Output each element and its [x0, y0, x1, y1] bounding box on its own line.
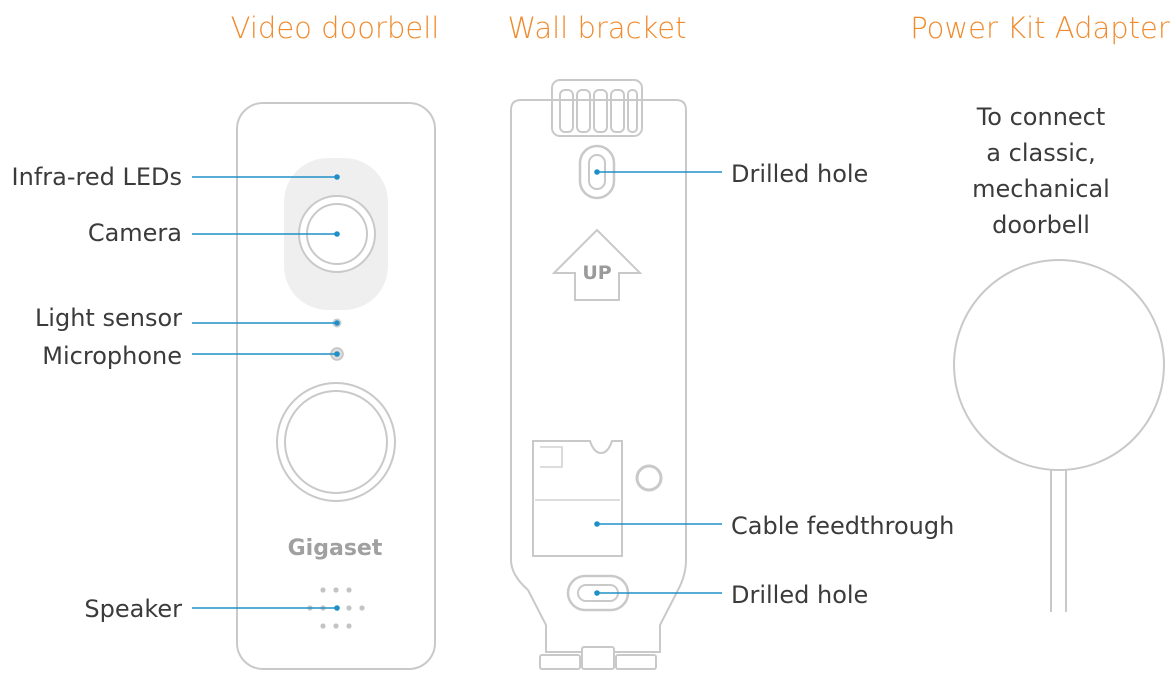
bracket-bottom-clips — [539, 646, 657, 670]
callout-label-drilled-hole-top: Drilled hole — [731, 160, 868, 188]
doorbell-body — [236, 102, 436, 670]
callout-microphone: Microphone — [42, 342, 340, 370]
callout-camera: Camera — [88, 219, 340, 247]
adapter-disc — [953, 259, 1165, 471]
leader-dot-camera — [334, 231, 340, 237]
title-wall-bracket: Wall bracket — [508, 11, 687, 45]
adapter-description-line-2: a classic, — [986, 139, 1095, 167]
up-marker-label: UP — [582, 262, 611, 284]
leader-dot-cable-feedthrough — [594, 521, 600, 527]
callout-label-microphone: Microphone — [42, 342, 182, 370]
bracket-comb — [551, 79, 643, 137]
adapter-description-line-1: To connect — [976, 103, 1106, 131]
callout-drilled-hole-top: Drilled hole — [594, 160, 868, 188]
callout-light-sensor: Light sensor — [35, 304, 340, 332]
callout-label-infrared-leds: Infra-red LEDs — [12, 163, 182, 191]
leader-dot-drilled-hole-top — [594, 169, 600, 175]
leader-dot-speaker — [334, 605, 340, 611]
callout-drilled-hole-bottom: Drilled hole — [594, 581, 868, 609]
callout-label-light-sensor: Light sensor — [35, 304, 182, 332]
leader-dot-infrared-leds — [334, 174, 340, 180]
doorbell-button-inner — [284, 390, 388, 494]
callout-label-drilled-hole-bottom: Drilled hole — [731, 581, 868, 609]
bracket-small-hole — [635, 464, 663, 492]
title-power-kit-adapter: Power Kit Adapter — [910, 11, 1170, 45]
speaker-grille — [307, 587, 365, 629]
leader-dot-microphone — [334, 351, 340, 357]
brand-logo: Gigaset — [288, 536, 383, 561]
callout-speaker: Speaker — [84, 595, 340, 623]
callout-infrared-leds: Infra-red LEDs — [12, 163, 340, 191]
adapter-description-line-3: mechanical — [972, 175, 1110, 203]
adapter-cable — [1050, 470, 1067, 612]
callout-cable-feedthrough: Cable feedthrough — [594, 512, 954, 540]
callout-label-cable-feedthrough: Cable feedthrough — [731, 512, 954, 540]
title-video-doorbell: Video doorbell — [231, 11, 440, 45]
callout-label-camera: Camera — [88, 219, 182, 247]
leader-dot-drilled-hole-bottom — [594, 590, 600, 596]
bracket-comb-slots — [559, 89, 638, 133]
cable-feedthrough-outline — [532, 440, 623, 557]
adapter-description-line-4: doorbell — [992, 211, 1090, 239]
cable-feedthrough-inner — [535, 446, 620, 501]
leader-dot-light-sensor — [334, 320, 340, 326]
video-doorbell: Gigaset — [236, 102, 436, 670]
power-kit-adapter: To connect a classic, mechanical doorbel… — [953, 103, 1165, 612]
callout-label-speaker: Speaker — [84, 595, 182, 623]
wall-bracket: UP — [510, 79, 687, 670]
up-arrow — [551, 228, 643, 301]
